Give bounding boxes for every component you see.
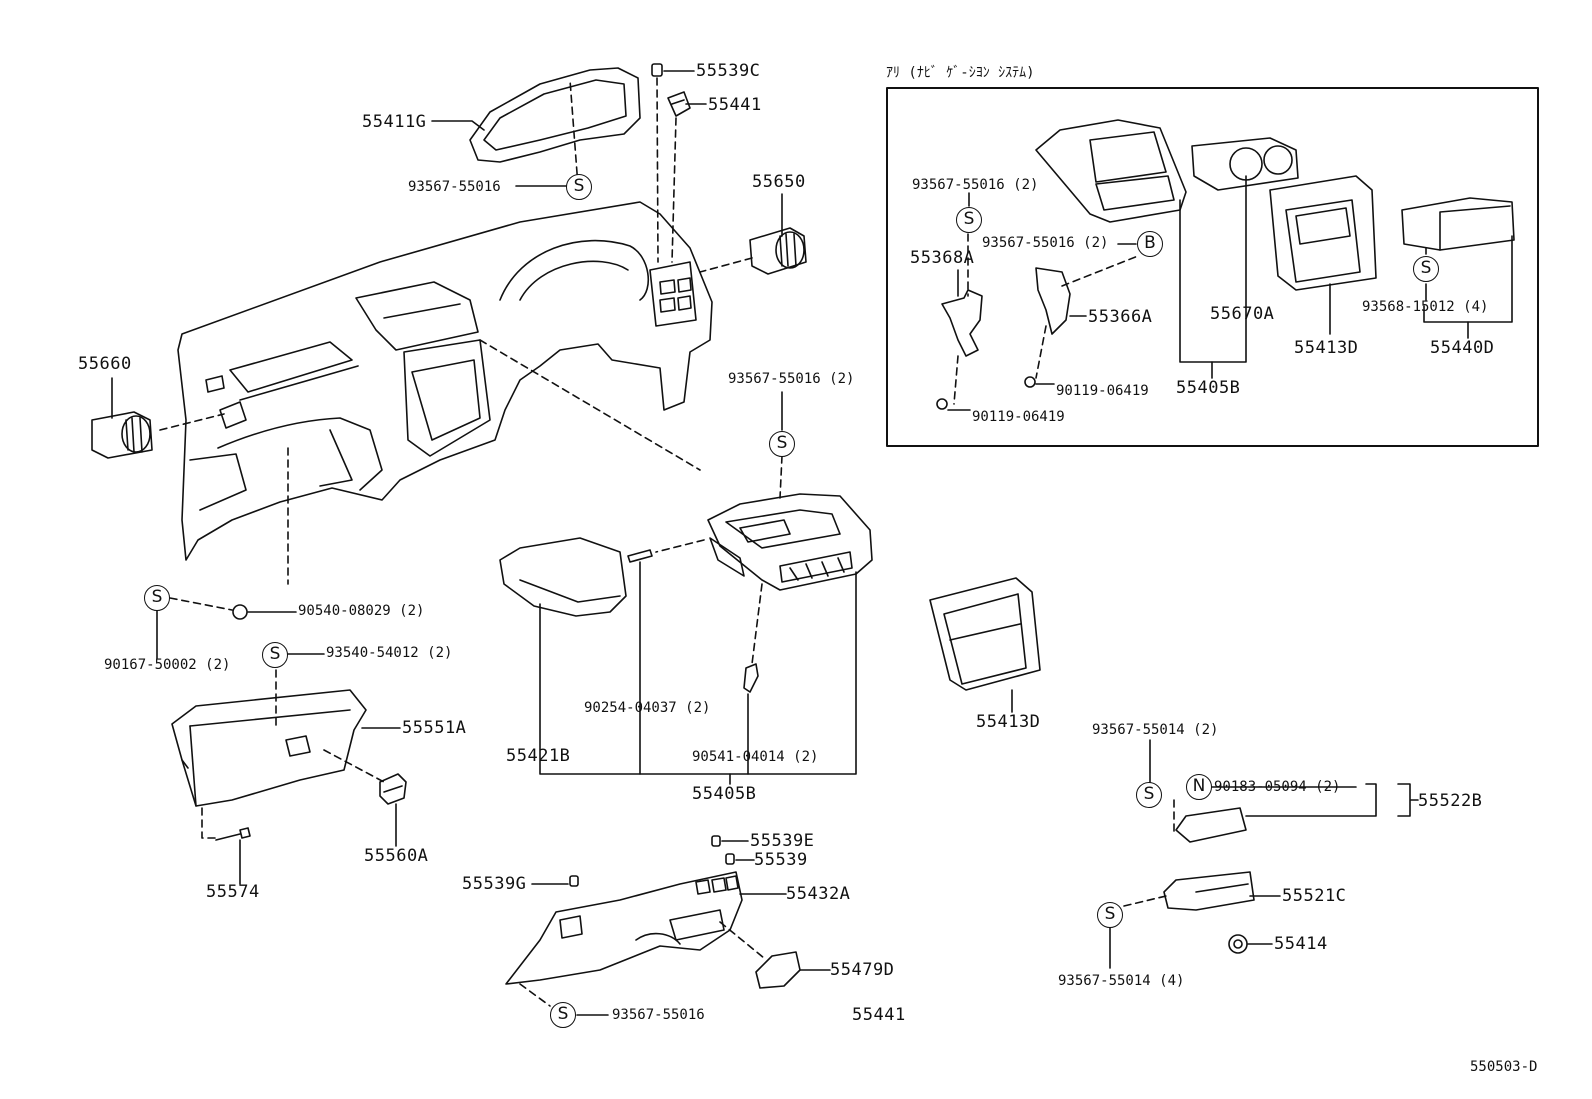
badge-n-bin: N bbox=[1186, 774, 1212, 800]
glove-box-drawing bbox=[171, 689, 367, 807]
label-55539e: 55539E bbox=[750, 831, 815, 851]
label-90183-05094: 90183-05094 (2) bbox=[1214, 779, 1341, 795]
center-cluster-drawing bbox=[707, 493, 873, 591]
bar-90254-drawing bbox=[627, 549, 653, 563]
gauge-hood-drawing bbox=[469, 67, 641, 163]
badge-b-inset: B bbox=[1137, 231, 1163, 257]
inset-vents-drawing bbox=[1191, 137, 1299, 191]
label-55650: 55650 bbox=[752, 172, 806, 192]
lid-55421b-drawing bbox=[499, 537, 627, 617]
label-90254-04037: 90254-04037 (2) bbox=[584, 700, 711, 716]
label-55539: 55539 bbox=[754, 850, 808, 870]
inset-frame bbox=[886, 87, 1539, 447]
inset-screw-a-drawing bbox=[1024, 376, 1036, 388]
clip-55539-drawing bbox=[725, 853, 735, 865]
vent-55650-drawing bbox=[749, 227, 807, 275]
leader-lines bbox=[111, 70, 1513, 1016]
label-55441-bot: 55441 bbox=[852, 1005, 906, 1025]
label-55405b-main: 55405B bbox=[692, 784, 757, 804]
label-55521c: 55521C bbox=[1282, 886, 1347, 906]
badge-s-lower: S bbox=[550, 1002, 576, 1028]
inset-screw-b-drawing bbox=[936, 398, 948, 410]
label-inset-55440d: 55440D bbox=[1430, 338, 1495, 358]
badge-s-bin: S bbox=[1136, 782, 1162, 808]
badge-s-glovebox-b: S bbox=[262, 642, 288, 668]
badge-s-top: S bbox=[566, 174, 592, 200]
instrument-panel-drawing bbox=[177, 201, 713, 561]
inset-bracket-55368a-drawing bbox=[941, 289, 983, 357]
label-55421b: 55421B bbox=[506, 746, 571, 766]
label-inset-90119-06419-b: 90119-06419 bbox=[972, 409, 1065, 425]
label-inset-90119-06419-a: 90119-06419 bbox=[1056, 383, 1149, 399]
label-inset-55368a: 55368A bbox=[910, 248, 975, 268]
latch-55560a-drawing bbox=[379, 773, 407, 805]
label-inset-93567-55016-a: 93567-55016 (2) bbox=[912, 177, 1039, 193]
label-55479d: 55479D bbox=[830, 960, 895, 980]
label-90541-04014: 90541-04014 (2) bbox=[692, 749, 819, 765]
label-90167-50002: 90167-50002 (2) bbox=[104, 657, 231, 673]
label-55574: 55574 bbox=[206, 882, 260, 902]
badge-s-glovebox-a: S bbox=[144, 585, 170, 611]
label-inset-55413d: 55413D bbox=[1294, 338, 1359, 358]
clip-90540-drawing bbox=[232, 604, 248, 620]
dashed-guides bbox=[159, 77, 1427, 1007]
inset-bezel-55413d-drawing bbox=[1269, 175, 1377, 291]
inset-hood-drawing bbox=[1035, 119, 1187, 223]
screw-90541-drawing bbox=[743, 663, 759, 693]
label-93567-55016-top: 93567-55016 bbox=[408, 179, 501, 195]
bezel-55413d-drawing bbox=[929, 577, 1041, 691]
label-93540-54012: 93540-54012 (2) bbox=[326, 645, 453, 661]
label-90540-08029: 90540-08029 (2) bbox=[298, 603, 425, 619]
label-55539g: 55539G bbox=[462, 874, 527, 894]
label-55660: 55660 bbox=[78, 354, 132, 374]
clip-55539e-drawing bbox=[711, 835, 721, 847]
label-inset-55366a: 55366A bbox=[1088, 307, 1153, 327]
label-93567-55014-b: 93567-55014 (4) bbox=[1058, 973, 1185, 989]
clip-55539c-drawing bbox=[651, 63, 663, 77]
label-93567-55014-a: 93567-55014 (2) bbox=[1092, 722, 1219, 738]
label-inset-55670a: 55670A bbox=[1210, 304, 1275, 324]
label-55551a: 55551A bbox=[402, 718, 467, 738]
label-93567-55016-bot: 93567-55016 bbox=[612, 1007, 705, 1023]
label-55413d-mid: 55413D bbox=[976, 712, 1041, 732]
clip-55539g-drawing bbox=[569, 875, 579, 887]
tray-55521c-drawing bbox=[1163, 871, 1255, 911]
badge-s-inset-a: S bbox=[956, 207, 982, 233]
label-inset-55405b: 55405B bbox=[1176, 378, 1241, 398]
pin-55574-drawing bbox=[215, 827, 251, 841]
badge-s-inset-b: S bbox=[1413, 256, 1439, 282]
clip-55441-drawing bbox=[667, 91, 691, 117]
lower-panel-drawing bbox=[505, 871, 743, 985]
ring-55414-drawing bbox=[1228, 934, 1248, 954]
inset-title: ｱﾘ (ﾅﾋﾞ ｹﾞ-ｼﾖﾝ ｼｽﾃﾑ) bbox=[886, 65, 1035, 81]
drawing-code: 550503-D bbox=[1470, 1059, 1538, 1075]
label-55432a: 55432A bbox=[786, 884, 851, 904]
badge-s-center: S bbox=[769, 431, 795, 457]
inset-bracket-55366a-drawing bbox=[1035, 267, 1071, 335]
label-inset-93568-15012: 93568-15012 (4) bbox=[1362, 299, 1489, 315]
inset-unit-55440d-drawing bbox=[1401, 197, 1515, 251]
box-55522b-drawing bbox=[1175, 807, 1247, 843]
label-inset-93567-55016-b: 93567-55016 (2) bbox=[982, 235, 1109, 251]
label-55414: 55414 bbox=[1274, 934, 1328, 954]
label-55411g: 55411G bbox=[362, 112, 427, 132]
badge-s-tray: S bbox=[1097, 902, 1123, 928]
label-55522b: 55522B bbox=[1418, 791, 1483, 811]
label-55560a: 55560A bbox=[364, 846, 429, 866]
label-55441-top: 55441 bbox=[708, 95, 762, 115]
label-55539c: 55539C bbox=[696, 61, 761, 81]
vent-55660-drawing bbox=[91, 411, 153, 459]
label-93567-55016-mid: 93567-55016 (2) bbox=[728, 371, 855, 387]
